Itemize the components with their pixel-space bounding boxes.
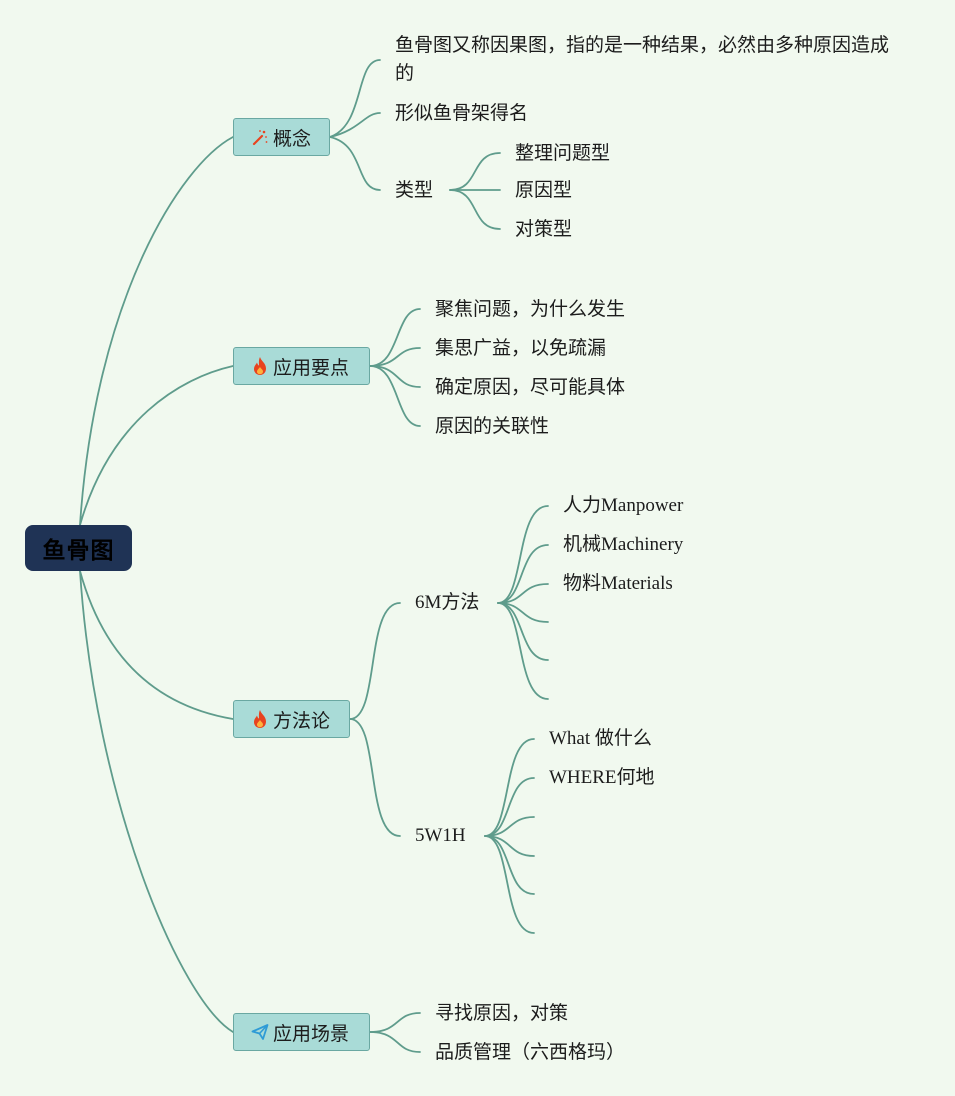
paper-plane-icon xyxy=(250,1022,270,1042)
key-point-item-relation: 原因的关联性 xyxy=(435,415,550,437)
key-point-item-focus: 聚焦问题，为什么发生 xyxy=(435,298,626,320)
category-key-points[interactable]: 应用要点 xyxy=(233,347,370,385)
concept-item-definition: 鱼骨图又称因果图，指的是一种结果，必然由多种原因造成的 xyxy=(395,34,890,84)
concept-item-shape: 形似鱼骨架得名 xyxy=(395,102,529,124)
six-m-item-machinery: 机械Machinery xyxy=(563,534,684,555)
six-m-item-materials: 物料Materials xyxy=(563,573,673,594)
category-concept[interactable]: 概念 xyxy=(233,118,330,156)
root-label: 鱼骨图 xyxy=(42,538,115,564)
category-methodology[interactable]: 方法论 xyxy=(233,700,350,738)
method-5w1h-label: 5W1H xyxy=(415,825,466,846)
five-w1h-item-where: WHERE何地 xyxy=(549,767,655,788)
type-item-cause: 原因型 xyxy=(515,179,573,201)
scenario-item-cause: 寻找原因，对策 xyxy=(435,1002,569,1024)
five-w1h-item-what: What 做什么 xyxy=(549,728,652,749)
type-item-solution: 对策型 xyxy=(515,218,573,240)
magic-wand-icon xyxy=(250,127,270,147)
category-scenarios[interactable]: 应用场景 xyxy=(233,1013,370,1051)
category-methodology-label: 方法论 xyxy=(273,709,331,732)
key-point-item-brainstorm: 集思广益，以免疏漏 xyxy=(435,337,607,359)
fire-icon xyxy=(250,356,270,376)
type-item-problem: 整理问题型 xyxy=(515,142,611,164)
fire-icon xyxy=(250,709,270,729)
method-6m-label: 6M方法 xyxy=(415,592,480,613)
six-m-item-manpower: 人力Manpower xyxy=(563,495,684,516)
category-key-points-label: 应用要点 xyxy=(273,356,350,379)
category-concept-label: 概念 xyxy=(273,127,312,150)
key-point-item-specific: 确定原因，尽可能具体 xyxy=(435,376,626,398)
concept-types-label: 类型 xyxy=(395,179,434,201)
root-node[interactable]: 鱼骨图 xyxy=(25,525,132,571)
category-scenarios-label: 应用场景 xyxy=(273,1022,350,1045)
scenario-item-quality: 品质管理（六西格玛） xyxy=(435,1041,626,1063)
